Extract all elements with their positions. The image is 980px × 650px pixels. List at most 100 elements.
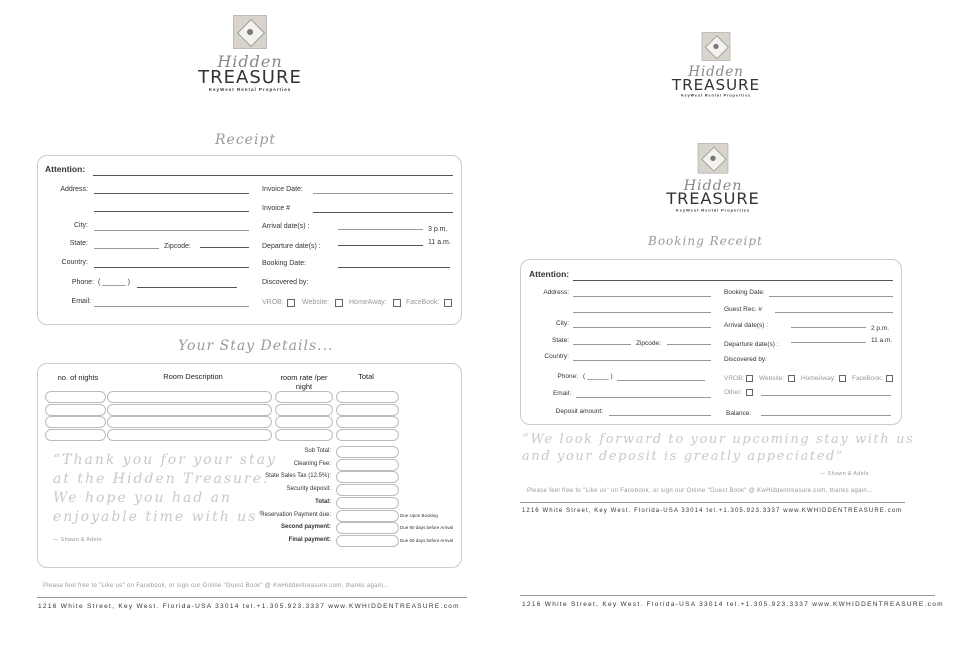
booking-title: Booking Receipt [648, 234, 763, 248]
source-vrob-label: VROB: [262, 299, 284, 306]
phone-field[interactable] [617, 380, 705, 381]
state-field[interactable] [94, 248, 159, 249]
nights-field[interactable] [45, 391, 106, 403]
source-homeaway-label: HomeAway: [801, 375, 836, 382]
email-field[interactable] [94, 306, 249, 307]
country-field[interactable] [94, 267, 249, 268]
departure-time: 11 a.m. [871, 337, 893, 344]
source-facebook-checkbox[interactable] [444, 299, 452, 307]
source-vrob-checkbox[interactable] [287, 299, 295, 307]
arrival-field[interactable] [791, 327, 866, 328]
country-field[interactable] [573, 360, 711, 361]
booking-date-label: Booking Date: [724, 289, 765, 296]
booking-date-field[interactable] [769, 296, 893, 297]
ornament-icon [697, 143, 729, 174]
source-facebook-label: FaceBook: [852, 375, 884, 382]
source-other-label: Other: [724, 389, 743, 396]
logo-name: TREASURE [671, 76, 761, 95]
zipcode-field[interactable] [200, 247, 249, 248]
guest-rec-field[interactable] [775, 312, 893, 313]
totals-field[interactable] [336, 534, 399, 547]
city-label: City: [74, 222, 88, 229]
source-website-checkbox[interactable] [788, 375, 795, 382]
source-homeaway-checkbox[interactable] [839, 375, 846, 382]
room-description-field[interactable] [107, 391, 272, 403]
footer-address: 1216 White Street, Key West. Florida-USA… [38, 603, 460, 610]
source-homeaway-label: HomeAway: [349, 299, 387, 306]
payment-due-note: Due Upon Booking [400, 512, 438, 518]
line-total-field[interactable] [336, 403, 399, 416]
totals-label: State Sales Tax (12.5%): [265, 473, 331, 480]
source-vrob-label: VROB: [724, 375, 745, 382]
discovered-label: Discovered by: [724, 356, 767, 363]
country-label: Country: [544, 353, 569, 360]
line-total-field[interactable] [336, 416, 399, 428]
attention-field[interactable] [573, 280, 893, 281]
totals-field[interactable] [336, 509, 399, 522]
address-field-2[interactable] [573, 312, 711, 313]
room-description-field[interactable] [107, 428, 272, 441]
attention-field[interactable] [93, 175, 453, 176]
receipt-title: Receipt [215, 132, 277, 148]
email-field[interactable] [576, 397, 711, 398]
source-other-checkbox[interactable] [746, 389, 753, 396]
room-description-field[interactable] [107, 416, 272, 428]
source-facebook-checkbox[interactable] [886, 375, 893, 382]
arrival-label: Arrival date(s) : [262, 223, 310, 230]
totals-field[interactable] [336, 471, 399, 484]
logo: Hidden TREASURE KeyWest Rental Propertie… [658, 143, 768, 212]
deposit-field[interactable] [609, 415, 711, 416]
totals-field[interactable] [336, 484, 399, 497]
phone-area-code[interactable]: ( ______ ) [583, 373, 613, 380]
zipcode-field[interactable] [667, 344, 711, 345]
city-field[interactable] [573, 327, 711, 328]
totals-field[interactable] [336, 458, 399, 471]
invoice-number-field[interactable] [313, 212, 453, 213]
source-website-label: Website: [302, 299, 330, 306]
room-rate-field[interactable] [275, 416, 333, 428]
invoice-date-field[interactable] [313, 193, 453, 194]
invoice-date-label: Invoice Date: [262, 186, 303, 193]
arrival-field[interactable] [338, 229, 423, 230]
phone-area-code[interactable]: ( ______ ) [98, 279, 130, 286]
address-field[interactable] [94, 193, 249, 194]
balance-field[interactable] [761, 415, 891, 416]
departure-field[interactable] [338, 245, 423, 246]
totals-field[interactable] [336, 446, 399, 458]
logo-tagline: KeyWest Rental Properties [680, 93, 752, 98]
room-rate-field[interactable] [275, 428, 333, 441]
departure-label: Departure date(s) : [724, 341, 779, 348]
line-total-field[interactable] [336, 391, 399, 403]
booking-date-field[interactable] [338, 267, 450, 268]
balance-label: Balance: [726, 410, 752, 417]
source-homeaway-checkbox[interactable] [393, 299, 401, 307]
totals-field[interactable] [336, 496, 399, 509]
source-vrob-checkbox[interactable] [746, 375, 753, 382]
source-website-checkbox[interactable] [335, 299, 343, 307]
nights-field[interactable] [45, 428, 106, 441]
departure-field[interactable] [791, 342, 866, 343]
source-other-field[interactable] [761, 395, 891, 396]
totals-label: Final payment: [288, 536, 331, 543]
nights-field[interactable] [45, 403, 106, 416]
quote-line: “Thank you for your stay [53, 452, 277, 468]
totals-field[interactable] [336, 522, 399, 535]
address-field[interactable] [573, 296, 711, 297]
ornament-icon [701, 32, 731, 61]
line-total-field[interactable] [336, 428, 399, 441]
invoice-number-label: Invoice # [262, 205, 291, 212]
room-rate-field[interactable] [275, 403, 333, 416]
logo-script: Hidden [683, 176, 743, 194]
nights-field[interactable] [45, 416, 106, 428]
booking-footer-divider [520, 502, 905, 503]
state-field[interactable] [573, 344, 631, 345]
city-field[interactable] [94, 230, 249, 231]
phone-field[interactable] [137, 287, 237, 288]
quote-line: enjoyable time with us” [53, 509, 267, 525]
footer-divider [37, 597, 467, 598]
room-description-field[interactable] [107, 403, 272, 416]
room-rate-field[interactable] [275, 391, 333, 403]
address-field-2[interactable] [94, 211, 249, 212]
stay-details-box: no. of nights Room Description room rate… [37, 363, 462, 568]
quote-line: We hope you had an [53, 490, 233, 506]
